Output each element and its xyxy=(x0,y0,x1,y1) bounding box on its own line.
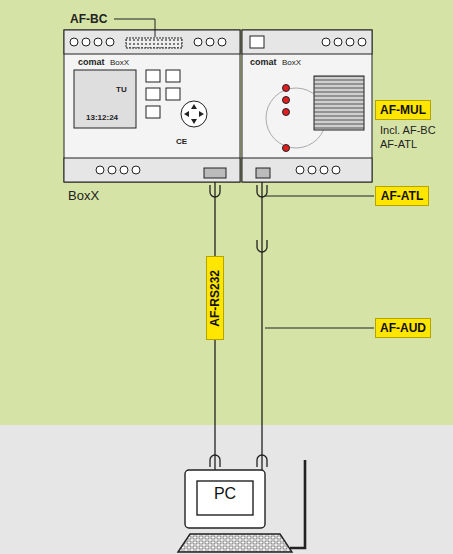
lcd-text: 13:12:24 xyxy=(86,114,118,122)
boxx-device-part xyxy=(314,76,364,130)
boxx-device-part xyxy=(146,106,160,118)
boxx-device-part xyxy=(106,38,114,46)
part-tag: AF-MULIncl. AF-BC AF-ATL xyxy=(375,100,431,120)
boxx-device-part xyxy=(346,38,354,46)
part-number: AF-MUL xyxy=(380,103,426,117)
part-tag-vertical: AF-RS232 xyxy=(206,256,224,340)
boxx-device-part xyxy=(242,30,372,54)
part-number: AF-RS232 xyxy=(208,270,222,327)
boxx-device-part xyxy=(120,166,128,174)
cable xyxy=(214,340,215,470)
boxx-device-part xyxy=(283,97,290,104)
boxx-device-part xyxy=(218,38,226,46)
cable xyxy=(214,182,215,256)
boxx-device-part xyxy=(64,158,240,182)
boxx-device-part xyxy=(322,38,330,46)
boxx-device-part xyxy=(204,168,226,178)
part-tag: AF-ATL xyxy=(375,186,429,206)
boxx-device-part xyxy=(94,38,102,46)
boxx-device xyxy=(64,30,372,182)
green-panel xyxy=(0,0,453,425)
grey-panel xyxy=(0,425,453,554)
boxx-device-part xyxy=(283,145,290,152)
leader-lines-part xyxy=(265,328,374,329)
device-module: BoxXcomatBoxXcomatBoxXTU13:12:24CE xyxy=(64,30,372,182)
boxx-device-part xyxy=(184,104,204,124)
boxx-device-part xyxy=(283,109,290,116)
leader-lines-part xyxy=(114,19,155,37)
pc-computer-part xyxy=(290,460,305,548)
part-number: AF-ATL xyxy=(381,189,423,203)
boxx-device-part xyxy=(132,166,140,174)
leader-lines-part xyxy=(265,196,374,197)
part-note: Incl. AF-BC AF-ATL xyxy=(380,124,450,152)
mark-text: CE xyxy=(176,138,187,146)
cable xyxy=(261,182,262,470)
part-number: AF-BC xyxy=(70,13,107,25)
boxx-device-part xyxy=(108,166,116,174)
pc-computer-part xyxy=(185,470,265,528)
pc-label: PC xyxy=(214,485,236,503)
boxx-device-part xyxy=(126,38,182,48)
boxx-device-part xyxy=(250,36,264,48)
leader-lines xyxy=(114,19,374,328)
boxx-device-part xyxy=(296,166,304,174)
brand-logo: comat xyxy=(250,58,277,67)
model-logo: BoxX xyxy=(110,59,129,67)
boxx-device-part xyxy=(334,38,342,46)
pc-computer xyxy=(178,460,305,552)
boxx-device-part xyxy=(166,88,180,100)
boxx-device-part xyxy=(82,38,90,46)
part-number: AF-AUD xyxy=(380,321,426,335)
boxx-device-part xyxy=(332,166,340,174)
boxx-device-part xyxy=(166,70,180,82)
boxx-device-part xyxy=(283,85,290,92)
pc-computer-part xyxy=(197,481,253,515)
boxx-device-part xyxy=(242,30,372,182)
boxx-device-part xyxy=(308,166,316,174)
boxx-device-part xyxy=(64,30,240,54)
boxx-device-part xyxy=(74,70,136,128)
boxx-device-part xyxy=(146,70,160,82)
boxx-device-part xyxy=(358,38,366,46)
boxx-device-part xyxy=(256,168,270,178)
model-logo: BoxX xyxy=(282,59,301,67)
brand-logo: comat xyxy=(78,58,105,67)
device-name: BoxX xyxy=(68,188,99,203)
boxx-device-part xyxy=(96,166,104,174)
boxx-device-part xyxy=(242,158,372,182)
pc-computer-part xyxy=(178,534,292,552)
boxx-device-part xyxy=(194,38,202,46)
boxx-device-part xyxy=(146,88,160,100)
lcd-text: TU xyxy=(116,86,127,94)
boxx-device-part xyxy=(70,38,78,46)
boxx-device-part xyxy=(206,38,214,46)
boxx-device-part xyxy=(320,166,328,174)
pc-monitor: PC xyxy=(185,470,265,528)
part-tag: AF-AUD xyxy=(375,318,431,338)
boxx-device-part xyxy=(64,30,240,182)
boxx-device-part xyxy=(181,101,207,127)
